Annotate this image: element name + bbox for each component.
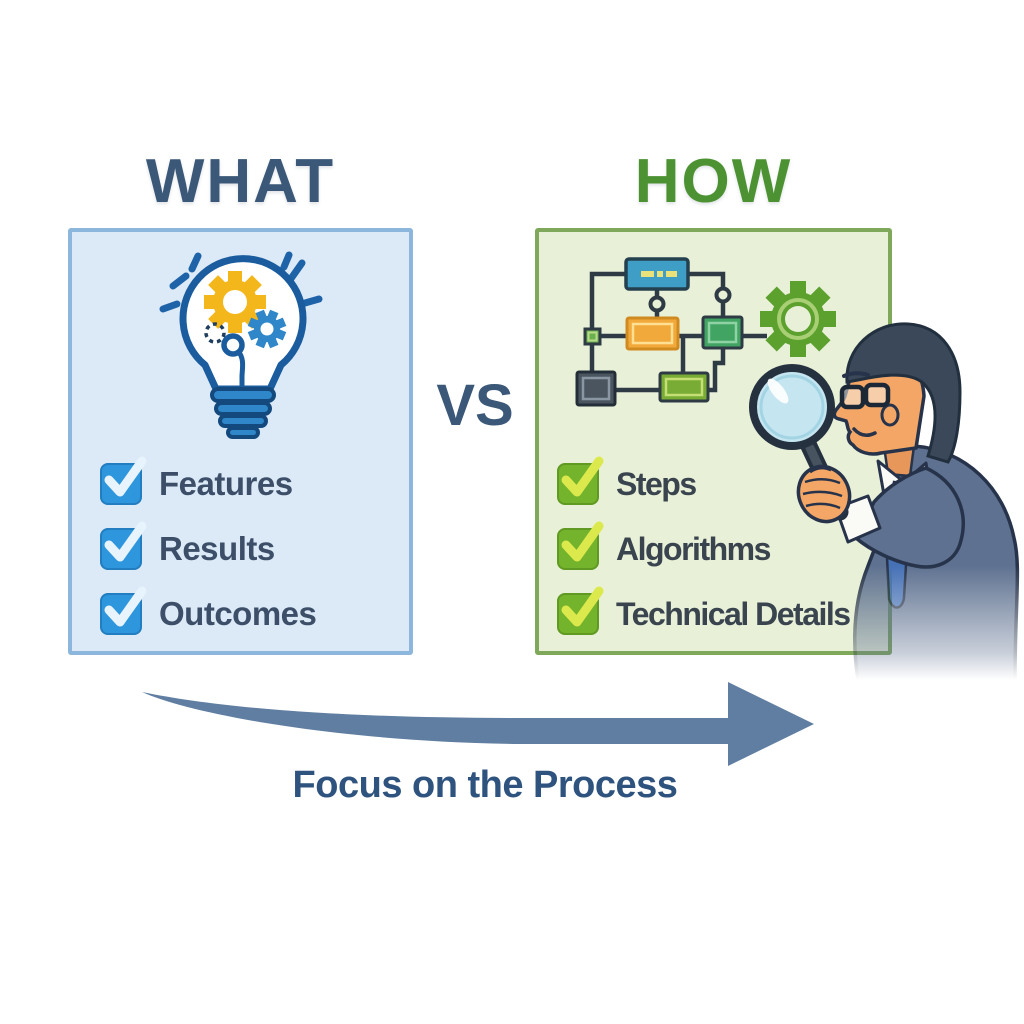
yellow-gear-icon [204,271,266,333]
item-label: Features [159,465,293,502]
list-item: Outcomes [100,586,317,636]
process-arrow [142,682,814,766]
title-how: HOW [634,147,793,216]
bulb-glass [179,255,307,393]
suit-arm [853,466,965,569]
checkbox-icon [557,456,604,505]
footer-caption: Focus on the Process [292,764,678,806]
smile [852,427,877,437]
flowchart-box-small-green [583,327,602,346]
checkbox-icon [100,586,147,635]
vs-label: VS [436,373,514,438]
flowchart-box-teal [624,257,690,291]
title-what: WHAT [145,147,336,216]
lightbulb-with-gears-icon [159,251,323,439]
checkmark-icon [561,456,604,497]
checkmark-icon [561,586,604,627]
flowchart-box-lime [658,371,710,403]
flowchart-box-dark [575,370,617,407]
filament-loop [221,333,245,357]
item-label: Results [159,530,275,567]
ear [880,403,900,427]
item-label: Technical Details [616,595,851,632]
item-label: Algorithms [616,530,771,567]
how-checklist: Steps Algorithms Technical Details [557,456,851,657]
list-item: Features [100,456,316,506]
dashed-circle [204,322,226,344]
checkmark-icon [104,456,147,497]
item-label: Outcomes [159,595,317,632]
eyebrow [842,371,870,378]
what-checklist: Features Results Outcomes [100,456,317,657]
light-rays [159,251,323,313]
analyst-figure [749,322,1020,680]
flowchart-box-orange [625,316,680,351]
gear-icon [760,281,836,357]
checkbox-icon [100,456,147,505]
checkmark-icon [561,521,604,562]
blue-gear-icon [247,309,287,349]
list-item: Technical Details [557,586,851,636]
glasses-icon [839,382,891,410]
connector-node [648,295,666,313]
checkbox-icon [557,586,604,635]
checkbox-icon [100,521,147,570]
flowchart-box-green [701,315,744,350]
list-item: Algorithms [557,521,850,571]
flowchart-icon [575,257,836,407]
checkbox-icon [557,521,604,570]
list-item: Results [100,521,316,571]
hand [796,464,852,524]
list-item: Steps [557,456,850,506]
connector-node [714,286,732,304]
hair [845,322,962,464]
item-label: Steps [616,465,697,502]
magnifying-glass-icon [749,364,835,450]
checkmark-icon [104,521,147,562]
checkmark-icon [104,586,147,627]
bulb-base [210,387,276,439]
how-panel: Steps Algorithms Technical Details [535,228,892,655]
